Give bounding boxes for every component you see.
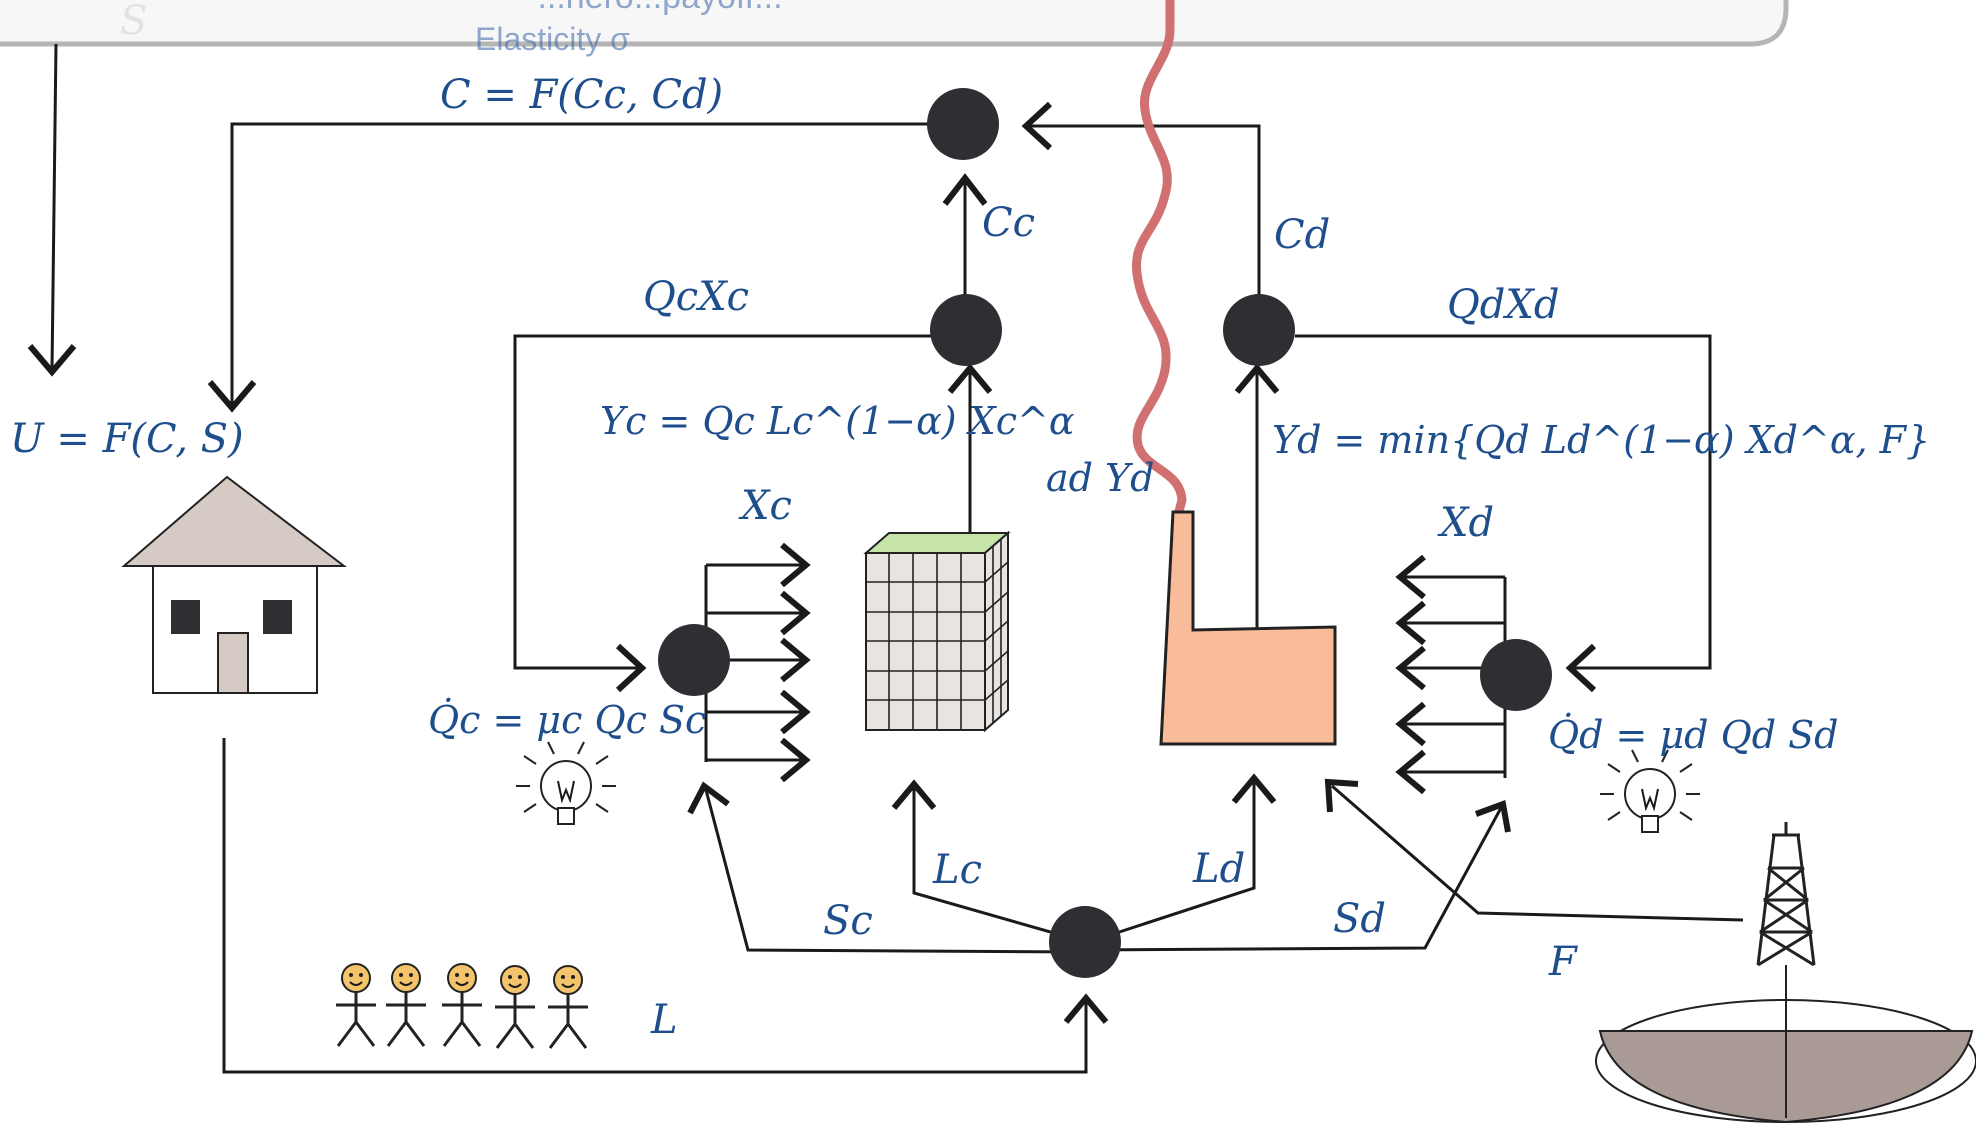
arrowhead <box>1395 554 1426 600</box>
arrowhead <box>1063 993 1109 1024</box>
arrowhead <box>615 643 647 693</box>
stick-figure-icon <box>495 965 535 1049</box>
label-cc: Cc <box>982 200 1035 246</box>
node-dirty-output <box>1223 294 1295 366</box>
label-qc-dot: Q̇c = μc Qc Sc <box>428 698 706 742</box>
edge-oil-to-factory <box>1331 784 1744 922</box>
label-xd: Xd <box>1437 500 1494 546</box>
elasticity-label: Elasticity σ <box>475 21 630 57</box>
stick-figure-icon <box>442 963 482 1047</box>
arrowhead <box>780 590 811 636</box>
edge-cd-to-c <box>1028 124 1261 303</box>
label-consumption-aggregate: C = F(Cc, Cd) <box>440 72 723 118</box>
arrowhead <box>1474 799 1511 833</box>
edge-banner-to-u <box>50 43 58 371</box>
arrowhead <box>1231 773 1277 804</box>
arrowhead <box>942 173 988 206</box>
label-yd-production: Yd = min{Qd Ld^(1−α) Xd^α, F} <box>1272 418 1930 462</box>
banner-faded-letter: S <box>120 0 147 44</box>
banner-partial-title: ...hero...payoff... <box>537 0 782 16</box>
stick-figure-icon <box>548 965 588 1049</box>
arrowhead <box>1565 643 1597 693</box>
labels: C = F(Cc, Cd) U = F(C, S) Cc Cd QcXc QdX… <box>10 72 1930 1043</box>
arrowhead <box>947 363 993 394</box>
arrowhead <box>1395 749 1426 795</box>
arrowhead <box>687 781 730 815</box>
arrowhead <box>780 737 811 783</box>
label-qcxc: QcXc <box>643 274 749 320</box>
edge-qcxc-loop <box>513 334 935 670</box>
edge-ld <box>1103 778 1256 939</box>
node-labor <box>1049 906 1121 978</box>
top-banner: ...hero...payoff... S Elasticity σ <box>0 0 1789 57</box>
edge-c-to-u <box>230 122 960 408</box>
oil-reservoir-icon <box>1595 965 1976 1124</box>
factory-icon <box>1159 510 1337 746</box>
nodes <box>658 88 1552 978</box>
node-dirty-machines <box>1480 639 1552 711</box>
arrowhead <box>891 779 937 810</box>
label-lc: Lc <box>932 847 982 893</box>
edge-lc <box>912 785 1069 939</box>
stick-figure-icon <box>336 963 376 1047</box>
label-qdxd: QdXd <box>1447 282 1559 328</box>
label-sc: Sc <box>823 898 873 944</box>
edge-sd <box>1089 805 1504 952</box>
arrowhead <box>1234 363 1280 394</box>
label-cd: Cd <box>1274 212 1330 258</box>
arrowhead <box>207 380 257 413</box>
stick-figure-icon <box>386 963 426 1047</box>
node-clean-machines <box>658 624 730 696</box>
label-labor: L <box>650 997 678 1043</box>
label-qd-dot: Q̇d = μd Qd Sd <box>1548 713 1839 757</box>
arrowhead <box>1395 701 1426 747</box>
lightbulb-icon <box>1600 749 1700 833</box>
arrowhead <box>1395 645 1426 691</box>
label-sd: Sd <box>1333 896 1386 942</box>
label-fossil-fuel: F <box>1548 939 1578 985</box>
arrowhead <box>780 637 811 683</box>
pollution-emission-curve <box>1132 0 1187 520</box>
edge-house-to-labor-node <box>222 738 1088 1074</box>
label-ld: Ld <box>1192 846 1245 892</box>
label-yc-production: Yc = Qc Lc^(1−α) Xc^α <box>600 399 1074 443</box>
oil-derrick-icon <box>1756 822 1816 967</box>
arrowhead <box>1395 600 1426 646</box>
house-icon <box>121 475 347 694</box>
lightbulb-icon <box>516 741 616 825</box>
node-consumption-aggregate <box>927 88 999 160</box>
edge-qdxd-loop <box>1295 334 1712 670</box>
arrowhead <box>780 542 811 588</box>
label-utility: U = F(C, S) <box>10 416 244 462</box>
arrowhead <box>1324 778 1359 813</box>
label-emissions: ad Yd <box>1046 456 1154 500</box>
edge-sc <box>704 789 1083 954</box>
arrowhead <box>780 689 811 735</box>
office-building-icon <box>863 530 1011 733</box>
arrowhead <box>27 344 77 377</box>
edges <box>27 43 1744 1074</box>
arrowhead <box>1021 101 1053 151</box>
label-xc: Xc <box>738 483 792 529</box>
node-clean-output <box>930 294 1002 366</box>
